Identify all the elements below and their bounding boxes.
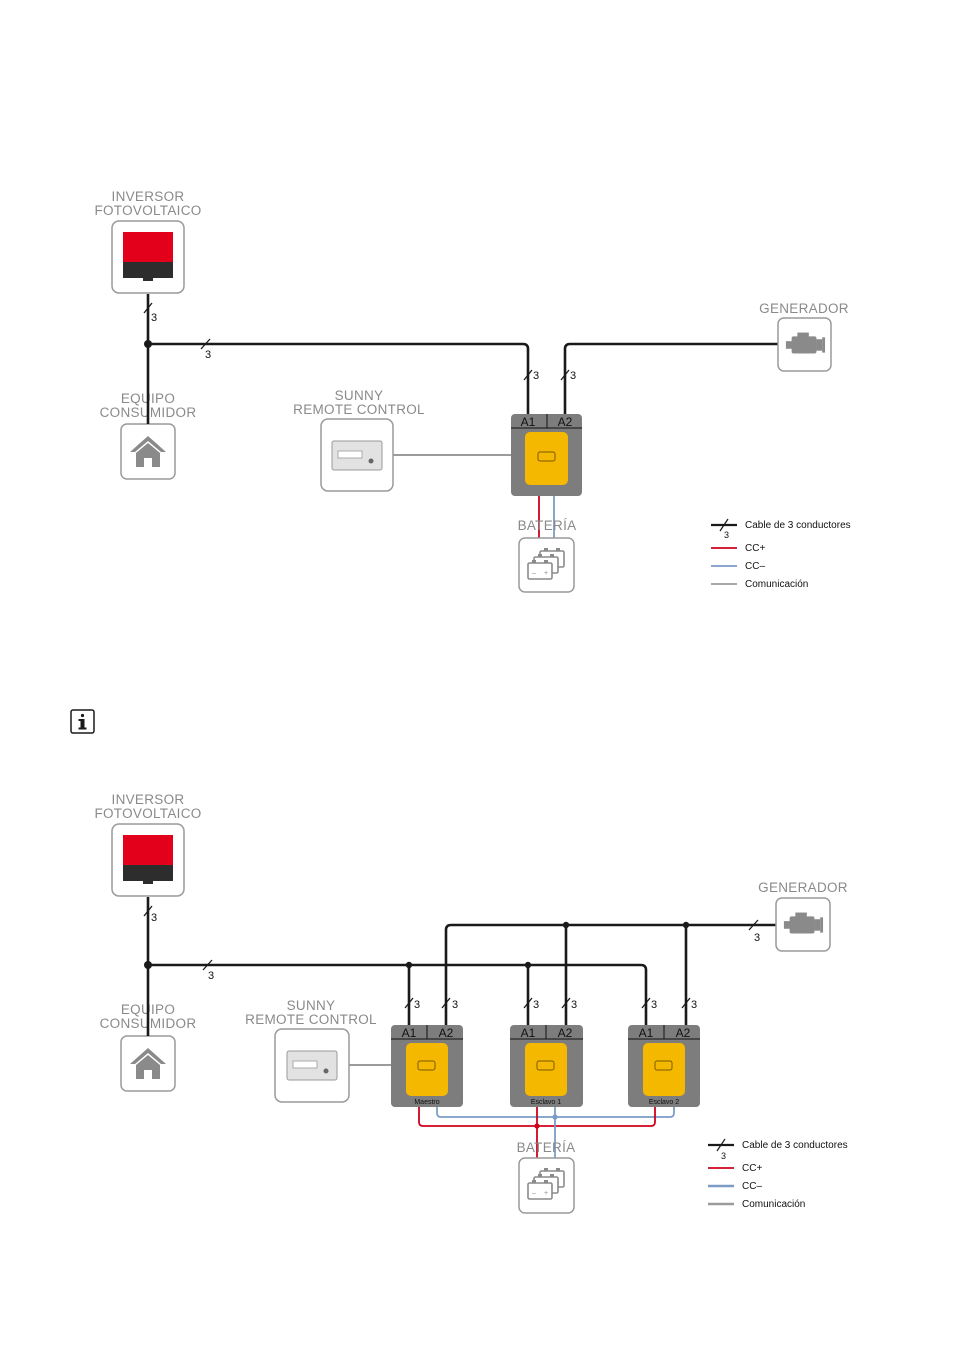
port-a2: A2 [676,1026,691,1040]
legend: 3 Cable de 3 conductores CC+ CC– Comunic… [708,1138,848,1210]
conductor-count: 3 [452,999,458,1011]
port-a1: A1 [639,1026,654,1040]
battery: BATERÍA [517,1140,576,1214]
port-a1: A1 [521,415,536,429]
battery: BATERÍA [518,518,577,593]
legend-count: 3 [721,1151,726,1161]
remote-label-1: SUNNY [287,998,336,1013]
port-a2: A2 [558,415,573,429]
battery-label: BATERÍA [518,518,577,533]
legend: 3 Cable de 3 conductores CC+ CC– Comunic… [711,518,851,590]
pv-inverter-label-1: INVERSOR [112,792,185,807]
legend-communication: Comunicación [745,579,808,590]
battery-inverter-slave-1: A1 A2 Esclavo 1 [510,1025,583,1107]
legend-count: 3 [724,530,729,540]
legend-three-conductor: Cable de 3 conductores [745,520,851,531]
legend-three-conductor: Cable de 3 conductores [742,1140,848,1151]
pv-inverter-label-2: FOTOVOLTAICO [94,203,201,218]
generator: GENERADOR [758,880,848,952]
conductor-count: 3 [533,370,539,382]
battery-label: BATERÍA [517,1140,576,1155]
remote-label-2: REMOTE CONTROL [293,402,425,417]
conductor-count: 3 [651,999,657,1011]
battery-inverter-slave-2: A1 A2 Esclavo 2 [628,1025,700,1107]
diagram-multi-unit: INVERSOR FOTOVOLTAICO EQUIPO CONSUMIDOR [94,792,848,1214]
conductor-count: 3 [570,370,576,382]
legend-dc-plus: CC+ [742,1163,762,1174]
port-a1: A1 [402,1026,417,1040]
conductor-count: 3 [151,912,157,924]
diagram-single-unit: INVERSOR FOTOVOLTAICO EQUIPO CONSUMIDOR [94,189,851,593]
conductor-count: 3 [571,999,577,1011]
generator-label: GENERADOR [759,301,849,316]
pv-inverter-label-2: FOTOVOLTAICO [94,806,201,821]
unit-master-label: Maestro [414,1099,439,1106]
conductor-count: 3 [151,312,157,324]
legend-dc-minus: CC– [745,561,765,572]
generator-label: GENERADOR [758,880,848,895]
remote-label-2: REMOTE CONTROL [245,1012,377,1027]
port-a2: A2 [439,1026,454,1040]
sunny-remote-control: SUNNY REMOTE CONTROL [245,998,391,1103]
legend-dc-plus: CC+ [745,543,765,554]
battery-inverter-master: A1 A2 Maestro [391,1025,463,1107]
conductor-count: 3 [691,999,697,1011]
conductor-count: 3 [533,999,539,1011]
info-icon [70,709,95,734]
generator: GENERADOR [759,301,849,372]
port-a2: A2 [558,1026,573,1040]
ac-cables [146,897,778,1036]
pv-inverter: INVERSOR FOTOVOLTAICO [94,189,201,294]
legend-dc-minus: CC– [742,1181,762,1192]
conductor-count: 3 [754,932,760,944]
remote-label-1: SUNNY [335,388,384,403]
unit-slave1-label: Esclavo 1 [531,1099,561,1106]
port-a1: A1 [521,1026,536,1040]
battery-inverter-icon [525,432,568,485]
pv-inverter: INVERSOR FOTOVOLTAICO [94,792,201,897]
conductor-count: 3 [414,999,420,1011]
conductor-count: 3 [205,349,211,361]
conductor-count: 3 [208,970,214,982]
sunny-remote-control: SUNNY REMOTE CONTROL [293,388,511,492]
legend-communication: Comunicación [742,1199,805,1210]
pv-inverter-label-1: INVERSOR [112,189,185,204]
unit-slave2-label: Esclavo 2 [649,1099,679,1106]
battery-inverter: A1 A2 [511,414,582,496]
ac-cables [146,294,778,424]
